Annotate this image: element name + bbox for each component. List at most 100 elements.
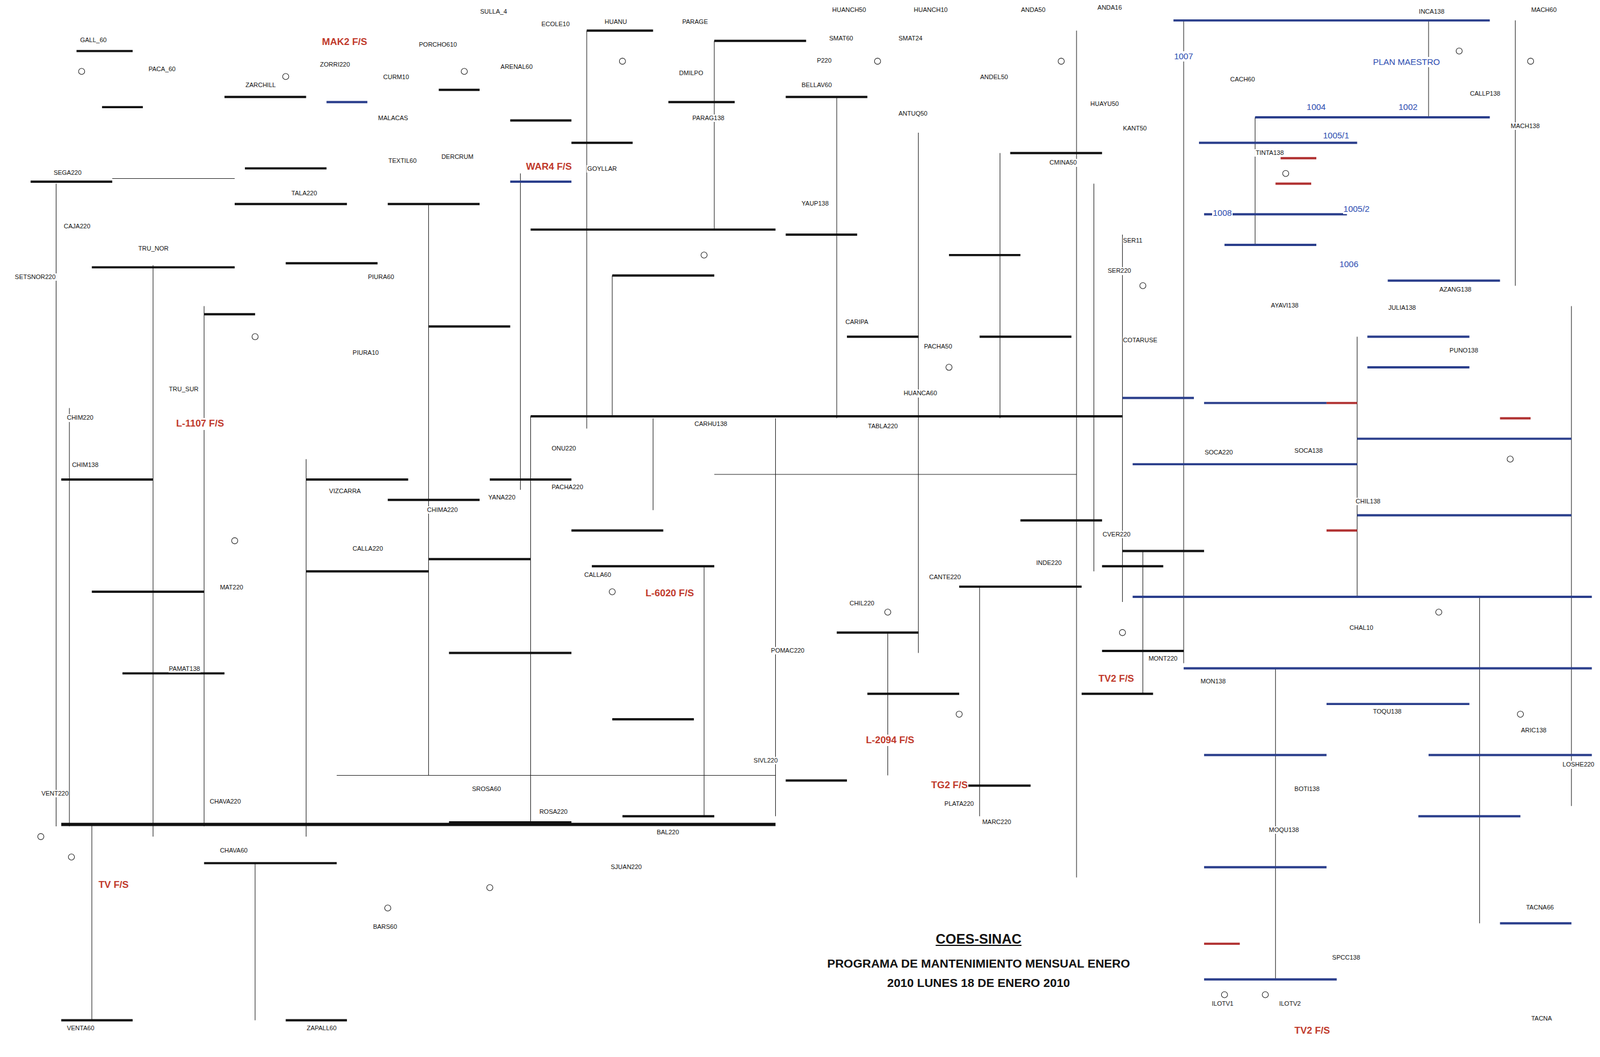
bus-label: TINTA138 [1254, 149, 1284, 157]
bus-label: MARC220 [981, 818, 1012, 826]
bus-label: YANA220 [487, 493, 517, 502]
bus-label: BAL220 [656, 828, 680, 837]
bus-label: ANTUQ50 [897, 109, 928, 118]
bus-label: AYAVI138 [1270, 301, 1299, 310]
bus-label: CARIPA [844, 318, 869, 326]
diagram-title: COES-SINAC [935, 931, 1022, 948]
bus-label: ANDA16 [1097, 3, 1123, 12]
maintenance-note: TG2 F/S [930, 779, 969, 792]
bus-label: BELLAV60 [800, 81, 833, 89]
bus-label: CACH60 [1229, 75, 1256, 84]
bus-label: CHIMA220 [426, 506, 459, 514]
bus-label: SEGA220 [52, 169, 83, 177]
bus-label: ARIC138 [1520, 726, 1548, 735]
bus-label: PUNO138 [1449, 346, 1479, 355]
bus-label: CANTE220 [928, 573, 962, 581]
bus-label: KANT50 [1122, 124, 1148, 133]
bus-label: DERCRUM [440, 153, 474, 161]
bus-label: ZARCHILL [244, 81, 277, 89]
bus-label: MOQU138 [1268, 826, 1300, 834]
bus-label: ARENAL60 [500, 63, 534, 71]
bus-label: HUAYU50 [1089, 100, 1120, 108]
bus-label: MALACAS [377, 114, 409, 122]
bus-label: CHIL220 [848, 599, 875, 608]
bus-label: ANDA50 [1020, 6, 1046, 14]
bus-label: SMAT24 [897, 34, 923, 43]
area-number: 1007 [1173, 51, 1194, 62]
bus-label: SPCC138 [1331, 954, 1361, 962]
bus-label: PACA_60 [148, 65, 177, 73]
bus-label: CHIL138 [1355, 497, 1381, 506]
bus-label: PACHA220 [550, 483, 584, 491]
bus-label: INCA138 [1418, 7, 1446, 16]
bus-label: CARHU138 [693, 420, 728, 428]
bus-label: CURM10 [382, 73, 410, 81]
area-number: 1005/1 [1322, 130, 1350, 141]
bus-label: PIURA60 [367, 273, 395, 281]
bus-label: VENTA60 [66, 1024, 95, 1033]
bus-label: CHAVA60 [219, 846, 249, 855]
bus-label: CALLA60 [583, 571, 612, 579]
bus-label: SIVL220 [753, 756, 779, 765]
bus-label: SER11 [1122, 236, 1144, 245]
bus-label: TRU_NOR [137, 244, 170, 253]
bus-label: ECOLE10 [540, 20, 571, 28]
maintenance-note: TV F/S [97, 879, 130, 891]
bus-label: MONT220 [1147, 655, 1178, 663]
area-number: 1002 [1397, 101, 1418, 113]
diagram-caption: PROGRAMA DE MANTENIMIENTO MENSUAL ENERO … [813, 954, 1144, 993]
bus-label: INDE220 [1035, 559, 1063, 567]
maintenance-note: TV2 F/S [1294, 1025, 1331, 1037]
bus-label: P220 [816, 56, 833, 65]
bus-label: YAUP138 [800, 199, 830, 208]
bus-label: COTARUSE [1122, 336, 1158, 345]
maintenance-note: WAR4 F/S [525, 161, 573, 173]
bus-label: SETSNOR220 [14, 273, 57, 281]
bus-label: ILOTV2 [1278, 1000, 1302, 1008]
area-number: 1006 [1338, 259, 1359, 270]
bus-label: TRU_SUR [168, 385, 200, 394]
bus-label: JULIA138 [1387, 304, 1417, 312]
bus-label: PLATA220 [943, 800, 975, 808]
bus-label: TOQU138 [1372, 708, 1403, 716]
bus-label: TACNA [1530, 1015, 1553, 1023]
bus-label: TACNA66 [1525, 903, 1555, 912]
bus-label: AZANG138 [1438, 285, 1472, 294]
bus-label: ANDEL50 [979, 73, 1009, 81]
bus-label: SOCA138 [1294, 447, 1324, 455]
bus-label: SULLA_4 [479, 7, 508, 16]
bus-label: ONU220 [550, 444, 577, 453]
bus-label: HUANCH50 [831, 6, 867, 14]
maintenance-note: L-6020 F/S [644, 587, 695, 600]
bus-label: TALA220 [291, 189, 318, 198]
bus-label: BARS60 [372, 923, 398, 931]
maintenance-note: L-2094 F/S [865, 734, 915, 747]
area-number: 1004 [1306, 101, 1327, 113]
bus-label: MACH138 [1510, 122, 1541, 130]
bus-label: BOTI138 [1294, 785, 1321, 793]
bus-label: SER220 [1107, 267, 1132, 275]
bus-label: VENT220 [41, 790, 70, 798]
bus-label: DMILPO [678, 69, 704, 77]
bus-label: CHIM220 [66, 414, 94, 422]
bus-label: GOYLLAR [586, 165, 618, 173]
bus-label: SJUAN220 [610, 863, 642, 871]
bus-label: TEXTIL60 [387, 157, 418, 165]
area-number: 1005/2 [1343, 203, 1371, 215]
bus-label: HUANCA60 [902, 389, 938, 398]
maintenance-note: L-1107 F/S [175, 418, 225, 430]
bus-label: GALL_60 [79, 36, 108, 44]
bus-label: PACHA50 [923, 342, 953, 351]
bus-label: SOCA220 [1204, 448, 1234, 457]
bus-label: CHAL10 [1348, 624, 1374, 632]
bus-label: CAJA220 [63, 222, 91, 231]
bus-label: CMINA50 [1049, 158, 1078, 167]
bus-label: ZAPALL60 [305, 1024, 337, 1033]
bus-label: PARAGE [681, 18, 709, 26]
bus-label: TABLA220 [867, 422, 899, 431]
bus-label: SMAT60 [828, 34, 854, 43]
bus-label: MACH60 [1530, 6, 1558, 14]
bus-label: VIZCARRA [328, 487, 362, 495]
bus-label: PARAG138 [692, 114, 726, 122]
